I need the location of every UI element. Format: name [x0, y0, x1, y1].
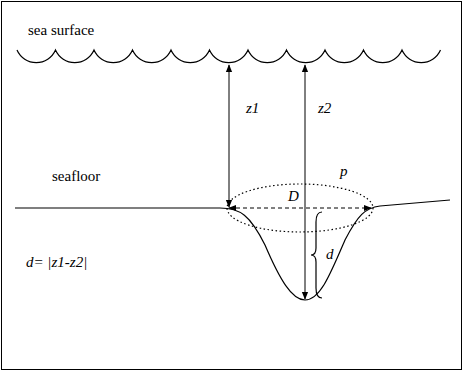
depth-brace	[311, 212, 322, 298]
dimension-label: z2	[318, 100, 331, 117]
seafloor-line	[15, 200, 450, 300]
perimeter-ellipse	[227, 184, 373, 232]
dimension-label: d	[326, 246, 334, 263]
dimension-label: p	[340, 163, 348, 180]
diameter-arrow	[229, 208, 371, 209]
dimension-label: D	[288, 188, 299, 205]
region-label: sea surface	[28, 22, 94, 39]
z2-arrow	[305, 65, 306, 299]
z1-arrow	[229, 65, 230, 207]
sea-surface-waves	[17, 50, 441, 63]
dimension-label: z1	[246, 100, 259, 117]
formula-label: d= |z1-z2|	[26, 254, 87, 271]
region-label: seafloor	[52, 168, 100, 185]
